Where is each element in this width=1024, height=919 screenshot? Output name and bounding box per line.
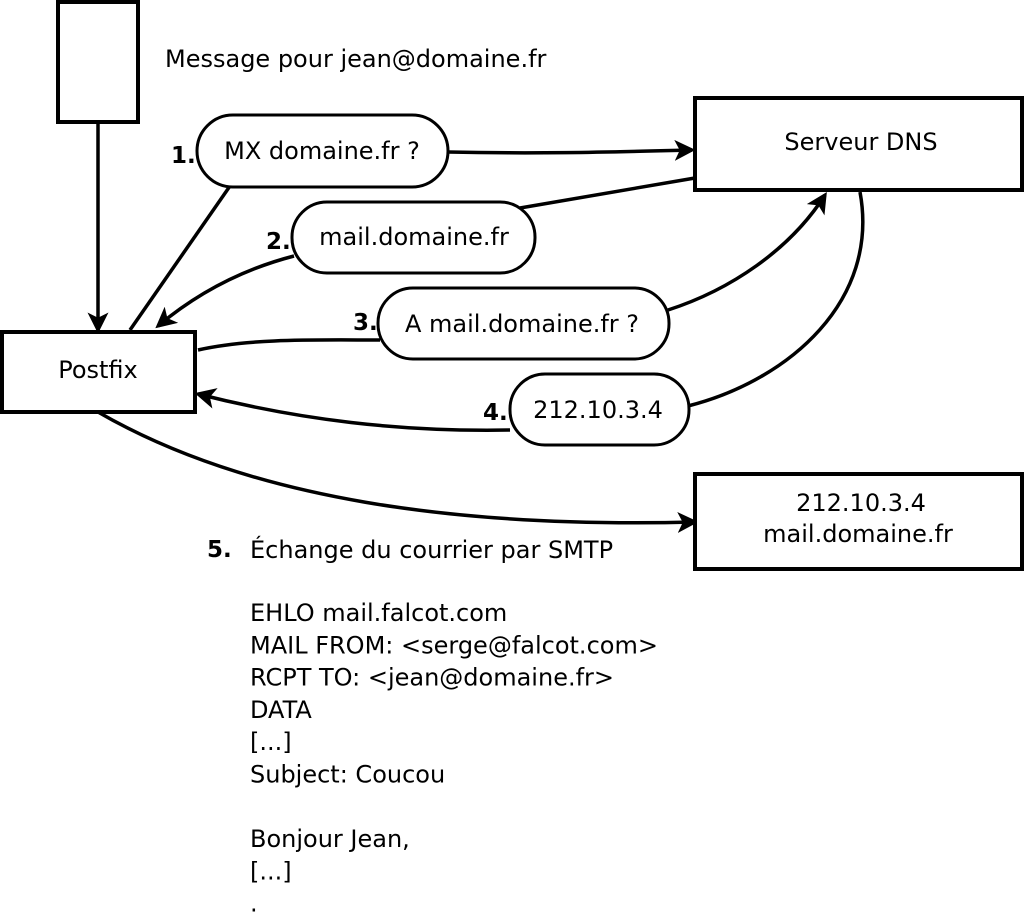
message-document-icon (56, 0, 140, 124)
step2-label: mail.domaine.fr (319, 223, 509, 251)
step1-number: 1. (171, 143, 196, 169)
smtp-line: Bonjour Jean, (250, 825, 410, 853)
step5-number: 5. (207, 537, 232, 563)
step4-pill (508, 372, 691, 447)
smtp-line: . (250, 890, 258, 918)
destination-ip-label: 212.10.3.4 (796, 489, 926, 517)
step3-label: A mail.domaine.fr ? (405, 310, 639, 338)
smtp-line: [...] (250, 728, 292, 756)
step1-pill (195, 113, 450, 189)
message-caption: Message pour jean@domaine.fr (165, 45, 547, 73)
step3-number: 3. (353, 310, 378, 336)
smtp-title: Échange du courrier par SMTP (250, 535, 613, 564)
arrow-postfix-to-destination (97, 410, 699, 533)
step3-pill (376, 286, 671, 361)
destination-host-label: mail.domaine.fr (763, 520, 953, 548)
line-postfix-to-step1 (128, 185, 232, 331)
postfix-box (0, 330, 197, 414)
destination-server-box (693, 472, 1024, 571)
step4-number: 4. (483, 400, 508, 426)
step4-label: 212.10.3.4 (533, 396, 663, 424)
smtp-line: RCPT TO: <jean@domaine.fr> (250, 664, 614, 692)
step2-pill (290, 200, 537, 275)
line-dns-to-step2 (519, 176, 696, 210)
arrow-step1-to-dns (447, 139, 696, 161)
line-postfix-to-step3 (197, 338, 381, 352)
dns-server-box (693, 96, 1024, 192)
smtp-line: [...] (250, 857, 292, 885)
smtp-line: Subject: Coucou (250, 761, 445, 789)
postfix-label: Postfix (58, 356, 138, 384)
smtp-line: MAIL FROM: <serge@falcot.com> (250, 631, 658, 659)
smtp-line: DATA (250, 696, 312, 724)
dns-server-label: Serveur DNS (784, 128, 937, 156)
step1-label: MX domaine.fr ? (224, 137, 420, 165)
smtp-line: EHLO mail.falcot.com (250, 599, 507, 627)
arrow-step3-to-dns (667, 192, 827, 312)
arrow-step4-to-postfix (194, 388, 511, 432)
arrow-step2-to-postfix (155, 254, 295, 329)
line-dns-to-step4 (687, 191, 865, 408)
step2-number: 2. (266, 229, 291, 255)
